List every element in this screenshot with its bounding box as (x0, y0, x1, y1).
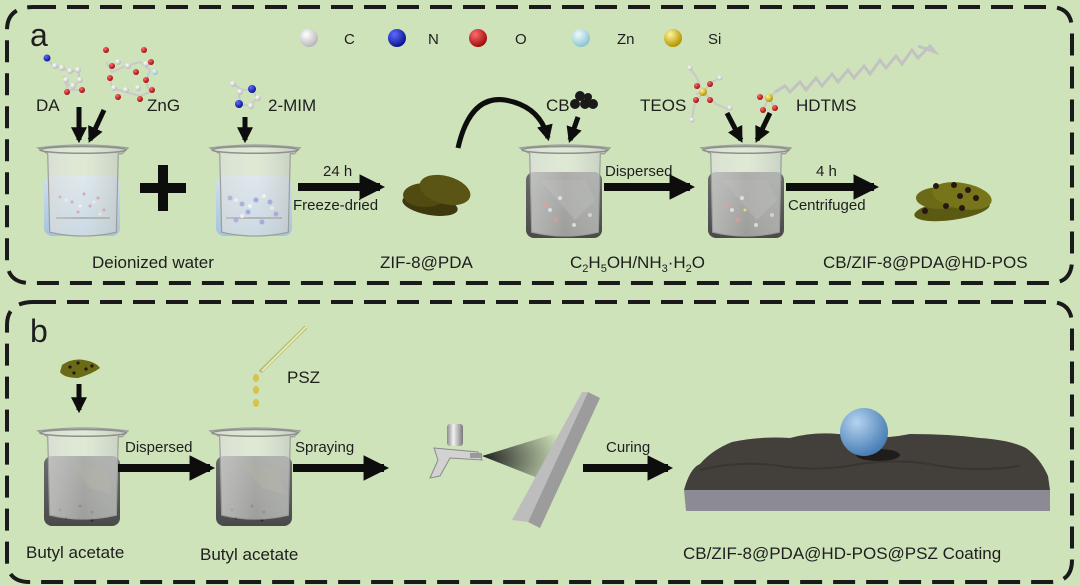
mim-label: 2-MIM (268, 96, 316, 115)
hd-pos-caption: CB/ZIF-8@PDA@HD-POS (823, 253, 1028, 272)
final-coating-caption: CB/ZIF-8@PDA@HD-POS@PSZ Coating (683, 544, 1001, 563)
legend-c-label: C (344, 31, 355, 48)
legend-zn-icon (572, 29, 590, 47)
step1-time-label: 24 h (323, 163, 352, 180)
hdtms-label: HDTMS (796, 96, 856, 115)
coated-substrate-icon (684, 433, 1050, 511)
step1-method-label: Freeze-dried (293, 197, 378, 214)
arrow-hdtms-icon (754, 111, 773, 143)
coated-flakes-icon (914, 182, 992, 222)
zif8-pda-flakes-icon (402, 174, 471, 216)
butyl-acetate-caption-1: Butyl acetate (26, 543, 124, 562)
da-label: DA (36, 96, 60, 115)
legend-n-label: N (428, 31, 439, 48)
plus-icon (140, 165, 186, 211)
step-b1-label: Dispersed (125, 439, 193, 456)
cb-label: CB (546, 96, 570, 115)
legend-o-label: O (515, 31, 527, 48)
panel-a-label: a (30, 17, 48, 53)
legend-zn-label: Zn (617, 31, 635, 48)
arrow-zng-icon (87, 108, 107, 143)
zif8-pda-caption: ZIF-8@PDA (380, 253, 473, 272)
beaker-butyl-acetate-1 (36, 426, 130, 526)
powder-flake-icon (60, 359, 100, 378)
mim-molecule-icon (230, 81, 261, 109)
solvent-caption: C2H5OH/NH3·H2O (570, 253, 705, 275)
water-droplet-icon (840, 408, 888, 456)
carbon-black-icon (570, 91, 598, 109)
panel-a-frame (5, 5, 1074, 285)
step3-method-label: Centrifuged (788, 197, 866, 214)
arrow-teos-icon (724, 111, 744, 143)
curved-arrow-icon (455, 97, 553, 149)
zng-molecule-icon (103, 47, 158, 102)
teos-label: TEOS (640, 96, 686, 115)
beaker-mim (209, 144, 301, 237)
psz-label: PSZ (287, 368, 320, 387)
spray-gun-icon (429, 424, 483, 479)
beaker-da-zng (37, 144, 129, 237)
legend-n-icon (388, 29, 406, 47)
arrow-cb-icon (566, 116, 582, 144)
zng-label: ZnG (147, 96, 180, 115)
legend-o-icon (469, 29, 487, 47)
water-caption: Deionized water (92, 253, 214, 272)
butyl-acetate-caption-2: Butyl acetate (200, 545, 298, 564)
teos-molecule-icon (687, 65, 733, 123)
beaker-dispersion-1 (519, 144, 611, 238)
atom-legend: C N O Zn Si (300, 29, 721, 48)
substrate-panel-icon (512, 392, 600, 528)
beaker-butyl-acetate-2 (208, 426, 302, 526)
legend-si-label: Si (708, 31, 721, 48)
da-molecule-icon (43, 54, 85, 95)
step3-time-label: 4 h (816, 163, 837, 180)
legend-c-icon (300, 29, 318, 47)
beaker-dispersion-2 (700, 144, 792, 238)
panel-b-frame (5, 300, 1074, 584)
step-b2-label: Spraying (295, 439, 354, 456)
panel-b-label: b (30, 313, 48, 349)
dropper-icon (253, 325, 308, 407)
hdtms-molecule-icon (756, 43, 940, 113)
step2-label: Dispersed (605, 163, 673, 180)
step-b3-label: Curing (606, 439, 650, 456)
legend-si-icon (664, 29, 682, 47)
